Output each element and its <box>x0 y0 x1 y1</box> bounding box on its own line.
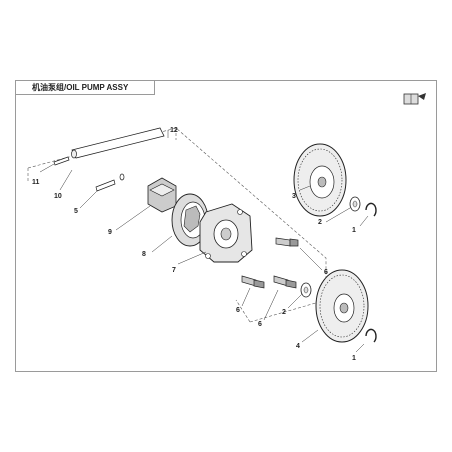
diagram-title: 机油泵组/OIL PUMP ASSY <box>15 80 155 95</box>
dowel-pin <box>95 179 116 192</box>
washer-lower <box>300 282 312 298</box>
callout-1-lower: 1 <box>352 355 356 362</box>
pin-small <box>119 173 125 181</box>
callout-6-right: 6 <box>324 269 328 276</box>
circlip-upper <box>365 202 377 217</box>
callout-8: 8 <box>142 251 146 258</box>
driven-gear-upper <box>293 143 347 217</box>
callout-11: 11 <box>32 179 40 186</box>
leader-lines <box>39 130 369 353</box>
bolt-upper <box>275 237 299 247</box>
circlip-lower <box>365 328 377 343</box>
bolt-lower <box>241 275 265 289</box>
callout-7: 7 <box>172 267 176 274</box>
bolt-middle <box>273 275 297 289</box>
callout-4: 4 <box>296 343 300 350</box>
diagram-frame <box>15 80 437 372</box>
pump-housing <box>199 203 253 263</box>
callout-12: 12 <box>170 127 178 134</box>
callout-9: 9 <box>108 229 112 236</box>
callout-6-left: 6 <box>236 307 240 314</box>
callout-1-upper: 1 <box>352 227 356 234</box>
callout-2-upper: 2 <box>318 219 322 226</box>
callout-2-lower: 2 <box>282 309 286 316</box>
outer-rotor <box>171 193 209 247</box>
driven-gear-lower <box>315 269 369 343</box>
callout-6-center: 6 <box>258 321 262 328</box>
washer-upper <box>349 196 361 212</box>
inner-rotor <box>147 177 177 213</box>
pump-shaft <box>71 127 165 159</box>
book-arrow-icon <box>403 93 426 105</box>
drive-pin <box>53 156 70 166</box>
callout-3: 3 <box>292 193 296 200</box>
callout-10: 10 <box>54 193 62 200</box>
callout-5: 5 <box>74 208 78 215</box>
